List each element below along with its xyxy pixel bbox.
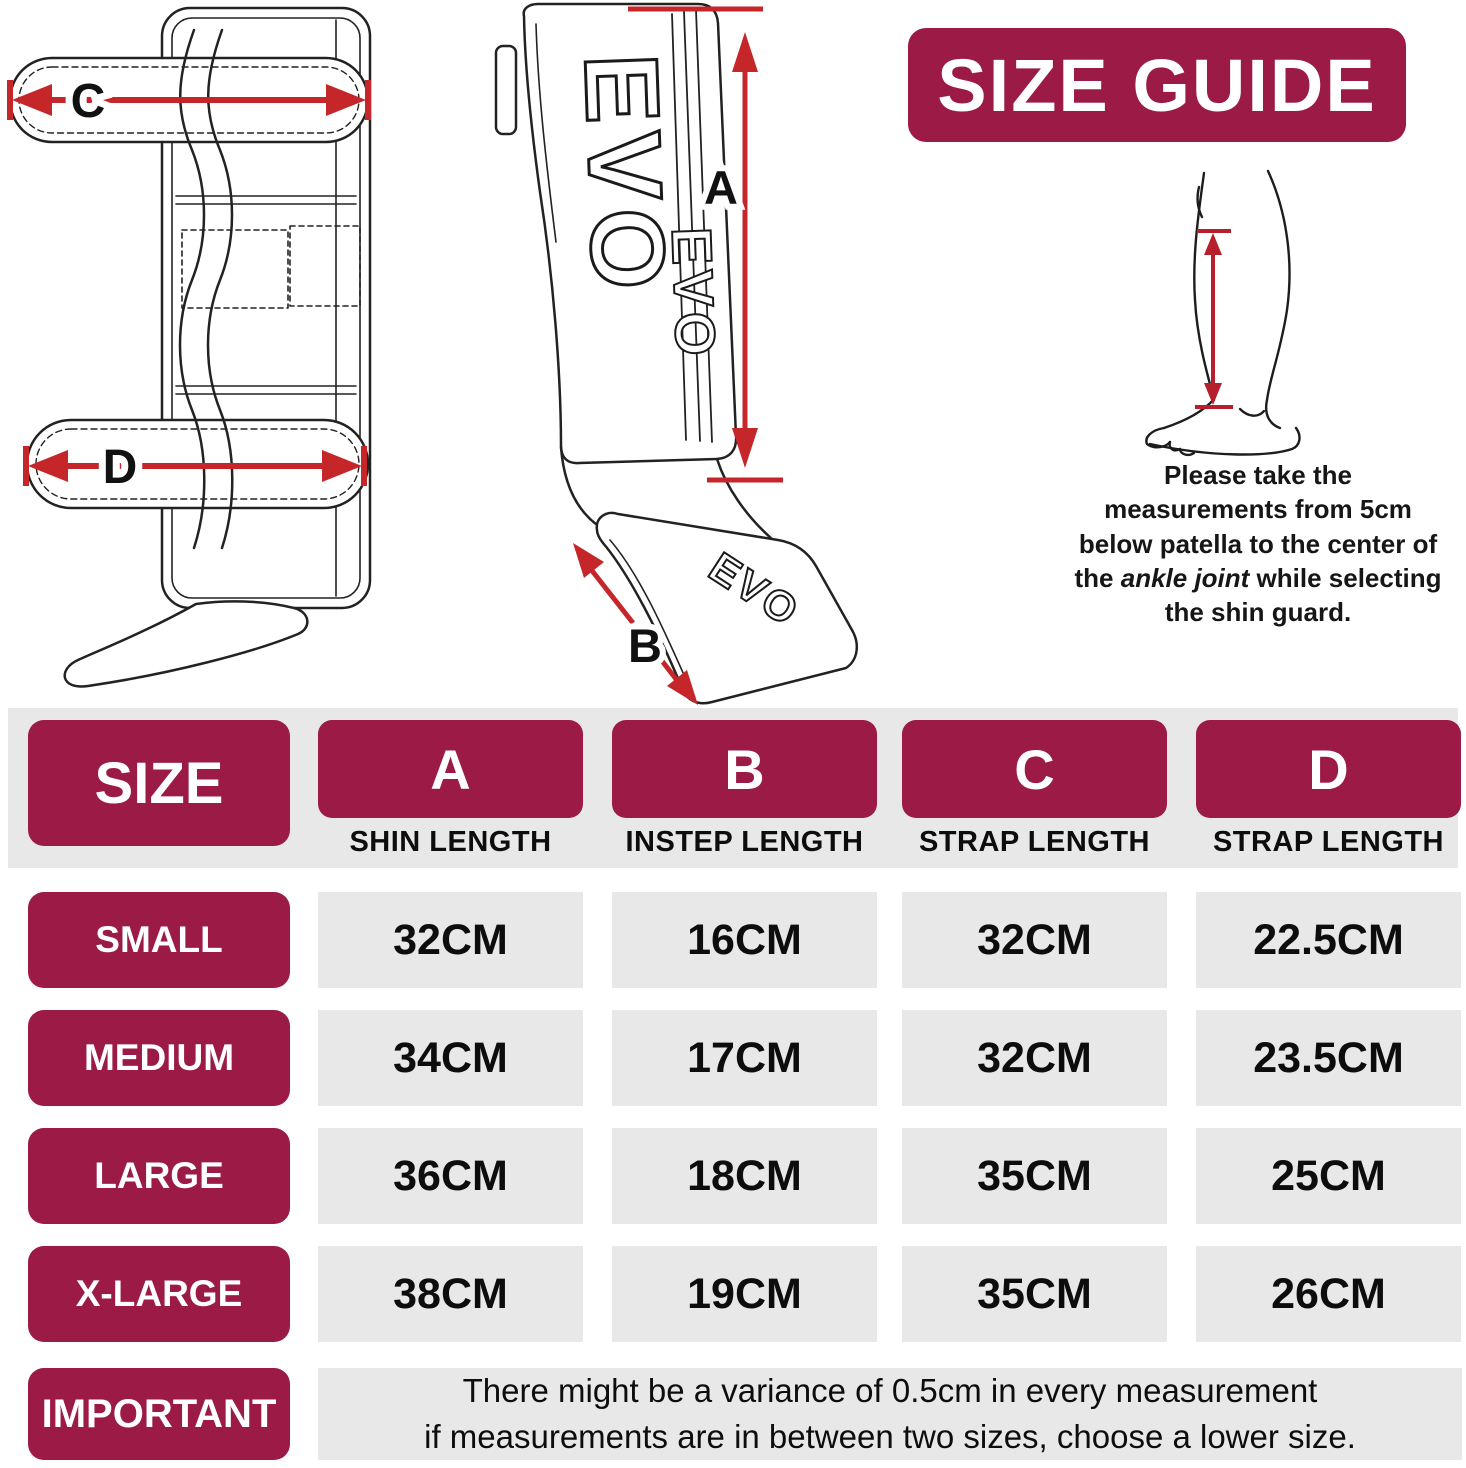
cell-large-a: 36CM xyxy=(318,1128,583,1224)
cell-small-d: 22.5CM xyxy=(1196,892,1461,988)
row-size-xlarge: X-LARGE xyxy=(28,1246,290,1342)
shin-a-arrow xyxy=(628,6,783,483)
important-note-line2: if measurements are in between two sizes… xyxy=(424,1418,1356,1455)
cell-large-b: 18CM xyxy=(612,1128,877,1224)
cell-small-b: 16CM xyxy=(612,892,877,988)
row-size-medium: MEDIUM xyxy=(28,1010,290,1106)
header-label-a: SHIN LENGTH xyxy=(349,826,552,858)
important-note: There might be a variance of 0.5cm in ev… xyxy=(318,1368,1462,1460)
header-size-text: SIZE xyxy=(94,750,224,816)
size-guide-title: SIZE GUIDE xyxy=(908,28,1406,142)
instruction-italic: ankle joint xyxy=(1120,562,1250,593)
header-label-c: STRAP LENGTH xyxy=(918,826,1151,858)
row-size-large: LARGE xyxy=(28,1128,290,1224)
row-size-small: SMALL xyxy=(28,892,290,988)
header-col-c: C xyxy=(902,720,1167,818)
cell-large-c: 35CM xyxy=(902,1128,1167,1224)
shin-guard-back-diagram: C D xyxy=(7,6,372,688)
evo-logo-edge: EVO xyxy=(659,225,729,362)
measurement-instruction: Please take the measurements from 5cm be… xyxy=(1072,458,1444,630)
cell-xlarge-a: 38CM xyxy=(318,1246,583,1342)
svg-text:EVO: EVO xyxy=(660,226,728,361)
cell-xlarge-b: 19CM xyxy=(612,1246,877,1342)
cell-xlarge-d: 26CM xyxy=(1196,1246,1461,1342)
important-label: IMPORTANT xyxy=(28,1368,290,1460)
cell-medium-a: 34CM xyxy=(318,1010,583,1106)
svg-text:EVO: EVO xyxy=(562,52,686,300)
evo-logo-main: EVO xyxy=(561,50,688,301)
label-c: C xyxy=(71,75,106,128)
instruction-pre: Please take the measurements from 5cm be… xyxy=(1074,460,1438,593)
shin-guard-front-diagram: EVO EVO EVO A B xyxy=(494,2,859,705)
header-label-b: INSTEP LENGTH xyxy=(625,826,864,858)
label-b: B xyxy=(628,619,662,672)
cell-small-c: 32CM xyxy=(902,892,1167,988)
cell-xlarge-c: 35CM xyxy=(902,1246,1167,1342)
cell-small-a: 32CM xyxy=(318,892,583,988)
label-d: D xyxy=(103,441,138,494)
header-col-b: B xyxy=(612,720,877,818)
important-note-line1: There might be a variance of 0.5cm in ev… xyxy=(462,1372,1318,1410)
cell-medium-c: 32CM xyxy=(902,1010,1167,1106)
leg-measure-arrow xyxy=(1195,229,1233,409)
header-col-a: A xyxy=(318,720,583,818)
size-guide-title-text: SIZE GUIDE xyxy=(937,43,1377,127)
strap-c-arrow xyxy=(7,80,371,120)
leg-measurement-diagram xyxy=(1145,169,1301,457)
header-col-d: D xyxy=(1196,720,1461,818)
cell-large-d: 25CM xyxy=(1196,1128,1461,1224)
instep-b-arrow xyxy=(573,543,698,705)
header-size: SIZE xyxy=(28,720,290,846)
label-a: A xyxy=(704,161,738,214)
cell-medium-b: 17CM xyxy=(612,1010,877,1106)
strap-d-arrow xyxy=(23,446,367,486)
instruction-post: while selecting the shin guard. xyxy=(1164,562,1442,628)
header-label-d: STRAP LENGTH xyxy=(1212,826,1445,858)
cell-medium-d: 23.5CM xyxy=(1196,1010,1461,1106)
